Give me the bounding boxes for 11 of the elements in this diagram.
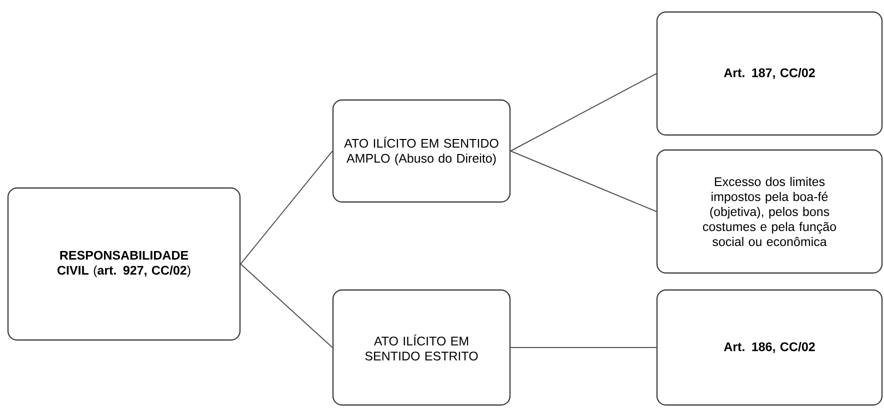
connector-line bbox=[240, 264, 333, 348]
process-box: Art. 186, CC/02 bbox=[656, 289, 883, 406]
process-box: Art. 187, CC/02 bbox=[656, 11, 883, 136]
connector-line bbox=[510, 150, 657, 212]
process-box: ATO ILÍCITO EM SENTIDO AMPLO (Abuso do Direito) bbox=[332, 99, 511, 203]
connector-line bbox=[510, 347, 657, 348]
connector-line bbox=[510, 73, 657, 152]
process-box: ATO ILÍCITO EM SENTIDO ESTRITO bbox=[332, 289, 511, 406]
process-box: Excesso dos limites impostos pela boa-fé (objetiva), pelos bons costumes e pela função social ou econômica bbox=[656, 149, 883, 274]
process-box: RESPONSABILIDADE CIVIL (art. 927, CC/02) bbox=[7, 187, 241, 341]
connector-line bbox=[240, 150, 333, 264]
